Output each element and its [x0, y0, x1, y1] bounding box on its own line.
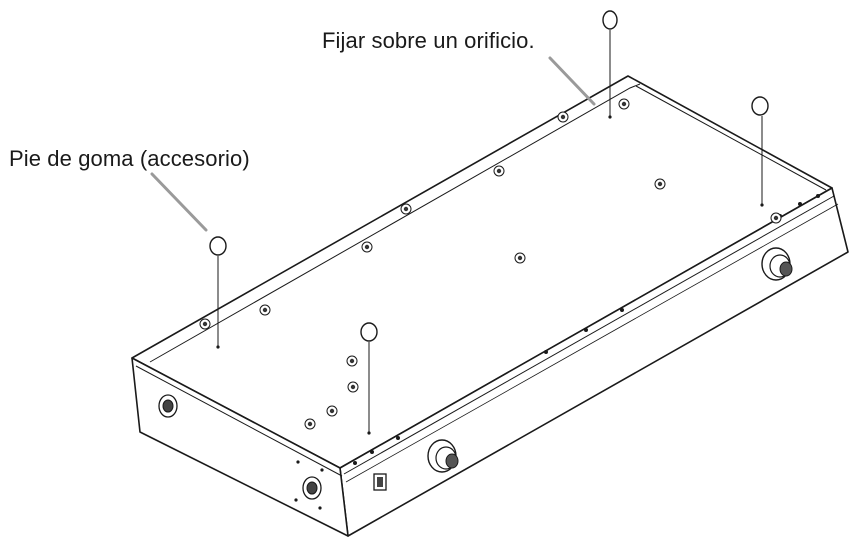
- front-switch: [373, 473, 387, 491]
- rubber-foot-top-right: [602, 10, 618, 119]
- front-top-rim: [343, 195, 835, 475]
- rubber-foot-far-right: [751, 96, 769, 207]
- rubber-foot-label: Pie de goma (accesorio): [9, 146, 250, 171]
- rubber-foot-front: [360, 322, 378, 435]
- front-antenna-connector-left: [427, 439, 459, 473]
- front-top-rim-2: [345, 203, 839, 483]
- leader-fix-hole: [548, 56, 596, 106]
- end-panel-screws: [294, 460, 324, 510]
- device-end-panel: [131, 357, 349, 537]
- end-connector-right: [302, 476, 322, 500]
- end-top-rim: [135, 365, 343, 477]
- right-edge-rim: [635, 85, 827, 191]
- fix-hole-label: Fijar sobre un orificio.: [322, 28, 535, 53]
- end-connector-left: [158, 394, 178, 418]
- bottom-panel-screws: [199, 98, 782, 430]
- front-antenna-connector-right: [761, 247, 793, 281]
- rubber-foot-left: [209, 236, 227, 349]
- leader-rubber-foot: [150, 172, 208, 232]
- rear-edge-rim: [149, 83, 641, 363]
